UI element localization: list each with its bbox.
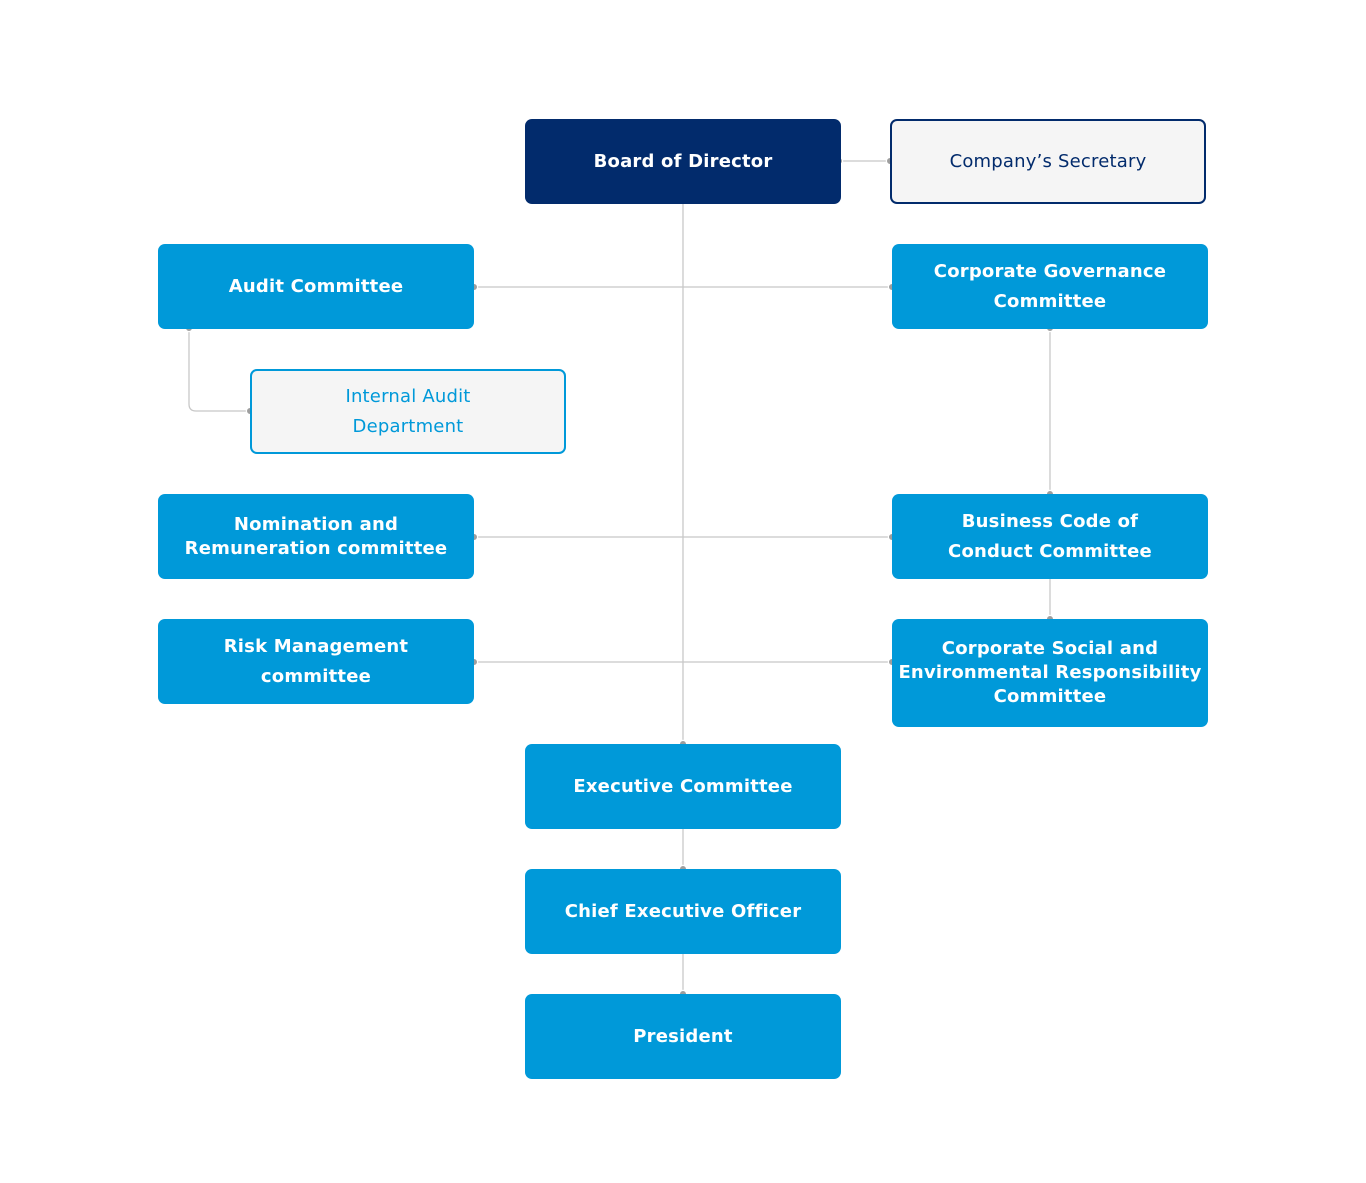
president-label: President	[633, 1026, 733, 1047]
csr-line2: Environmental Responsibility	[898, 662, 1202, 683]
company-secretary-node[interactable]: Company’s Secretary	[890, 119, 1206, 204]
business-code-line2: Conduct Committee	[948, 540, 1152, 562]
corporate-governance-line2: Committee	[993, 290, 1107, 312]
risk-management-line2: committee	[260, 665, 372, 687]
audit-committee-node[interactable]: Audit Committee	[158, 244, 474, 329]
board-of-director-label: Board of Director	[593, 151, 773, 172]
nomination-remuneration-committee-label: Nomination and Remuneration committee	[185, 513, 448, 561]
company-secretary-label: Company’s Secretary	[949, 151, 1147, 172]
chief-executive-officer-node[interactable]: Chief Executive Officer	[525, 869, 841, 954]
risk-management-committee-label: Risk Management committee	[224, 632, 408, 692]
nomination-line2: Remuneration committee	[184, 537, 448, 559]
executive-committee-label: Executive Committee	[573, 776, 793, 797]
business-code-of-conduct-committee-node[interactable]: Business Code of Conduct Committee	[892, 494, 1208, 579]
executive-committee-node[interactable]: Executive Committee	[525, 744, 841, 829]
risk-management-committee-node[interactable]: Risk Management committee	[158, 619, 474, 704]
board-of-director-node[interactable]: Board of Director	[525, 119, 841, 204]
corporate-governance-committee-node[interactable]: Corporate Governance Committee	[892, 244, 1208, 329]
president-node[interactable]: President	[525, 994, 841, 1079]
chief-executive-officer-label: Chief Executive Officer	[564, 901, 802, 922]
connector-audit-internal-audit	[188, 329, 250, 412]
csr-line3: Committee	[993, 686, 1107, 707]
corporate-governance-committee-label: Corporate Governance Committee	[934, 257, 1166, 317]
internal-audit-line1: Internal Audit	[345, 385, 471, 407]
business-code-of-conduct-committee-label: Business Code of Conduct Committee	[948, 507, 1152, 567]
internal-audit-line2: Department	[352, 415, 464, 437]
risk-management-line1: Risk Management	[223, 635, 409, 657]
csr-committee-node[interactable]: Corporate Social and Environmental Respo…	[892, 619, 1208, 727]
corporate-governance-line1: Corporate Governance	[933, 260, 1167, 282]
audit-committee-label: Audit Committee	[228, 276, 404, 297]
csr-line1: Corporate Social and	[941, 638, 1159, 659]
business-code-line1: Business Code of	[961, 510, 1139, 532]
nomination-line1: Nomination and	[233, 513, 399, 535]
nomination-remuneration-committee-node[interactable]: Nomination and Remuneration committee	[158, 494, 474, 579]
internal-audit-department-label: Internal Audit Department	[345, 382, 470, 442]
csr-committee-label: Corporate Social and Environmental Respo…	[898, 637, 1201, 709]
internal-audit-department-node[interactable]: Internal Audit Department	[250, 369, 566, 454]
